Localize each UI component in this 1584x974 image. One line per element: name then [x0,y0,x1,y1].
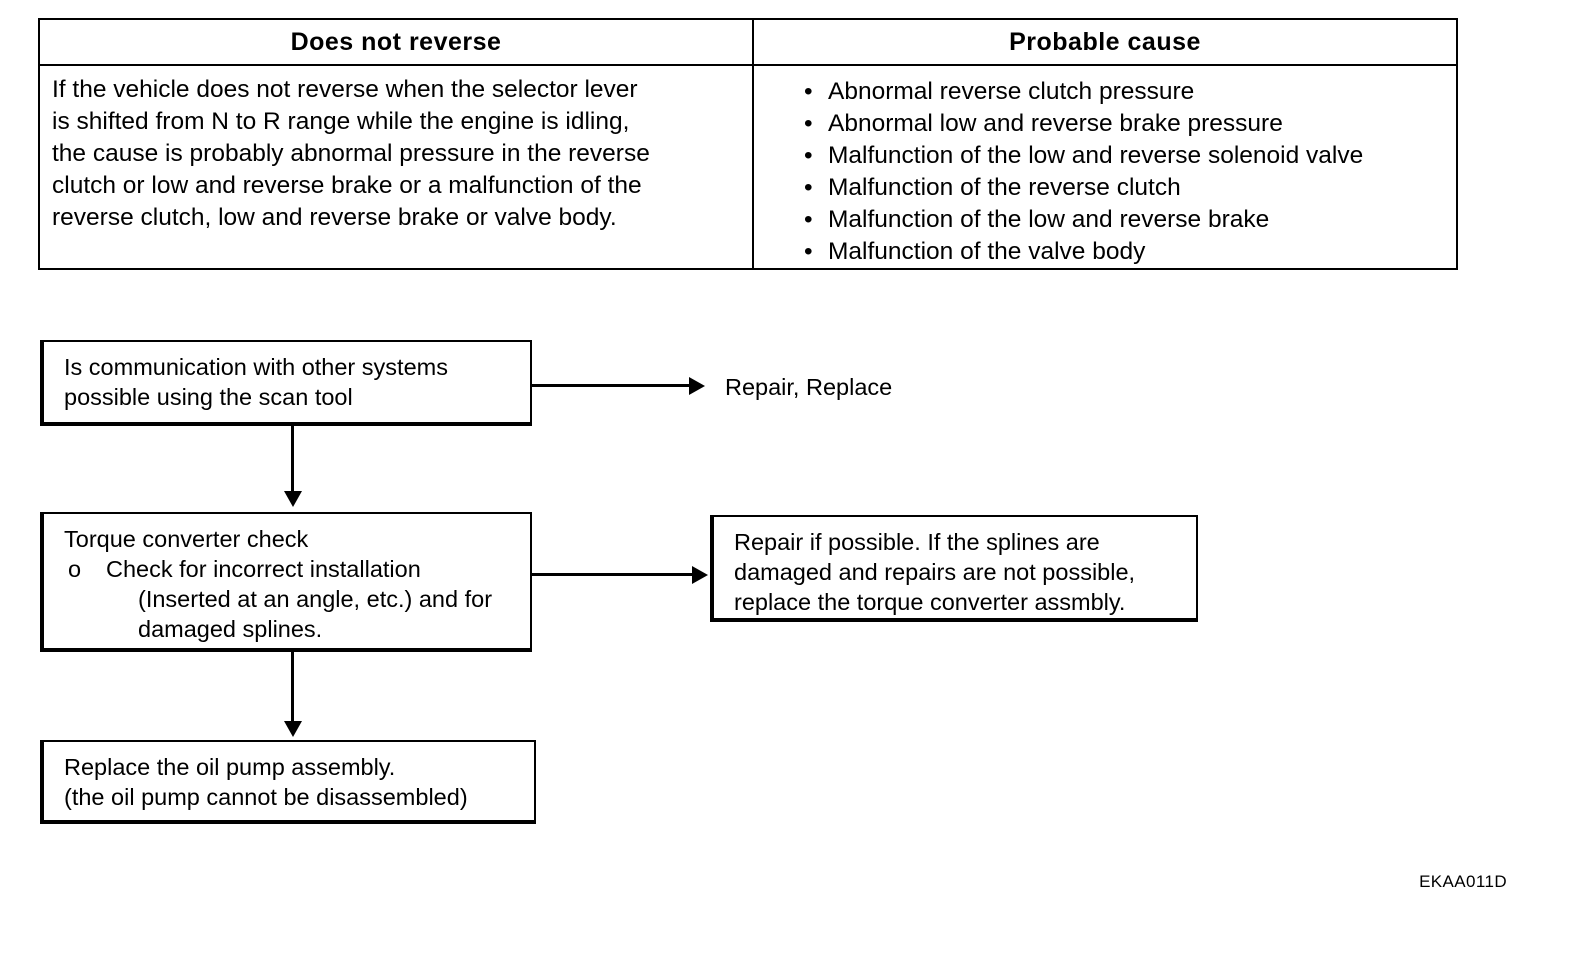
arrow-step2-to-step3 [291,652,294,722]
table-header-cell-symptom: Does not reverse [40,20,754,64]
cause-text: Malfunction of the reverse clutch [828,174,1181,201]
flow-line: Replace the oil pump assembly. [64,754,396,780]
arrow-step1-to-step2 [291,426,294,492]
bullet-icon: • [804,206,813,233]
flow-box-repair-if-possible: Repair if possible. If the splines are d… [710,515,1198,622]
cause-text: Abnormal low and reverse brake pressure [828,110,1283,137]
flow-box-text: Replace the oil pump assembly. (the oil … [44,742,534,812]
symptom-diagnosis-table: Does not reverse Probable cause If the v… [38,18,1458,270]
list-item: • Malfunction of the valve body [754,236,1456,268]
probable-cause-list: • Abnormal reverse clutch pressure • Abnor… [754,66,1456,268]
flow-sub-line: damaged splines. [138,616,323,642]
bullet-icon: • [804,174,813,201]
flow-sub-line: o Check for incorrect installation [64,554,530,584]
flow-line-title: Torque converter check [64,526,309,552]
circle-bullet-icon: o [68,556,82,582]
description-line: If the vehicle does not reverse when the… [52,76,638,103]
list-item: • Abnormal reverse clutch pressure [754,76,1456,108]
bullet-icon: • [804,142,813,169]
table-body-row: If the vehicle does not reverse when the… [40,66,1456,270]
flow-box-replace-oil-pump: Replace the oil pump assembly. (the oil … [40,740,536,824]
description-line: is shifted from N to R range while the e… [52,108,630,135]
list-item: • Malfunction of the low and reverse sole… [754,140,1456,172]
bullet-icon: • [804,238,813,265]
cause-text: Malfunction of the low and reverse solen… [828,142,1364,169]
description-paragraph: If the vehicle does not reverse when the… [40,66,752,234]
flow-line: replace the torque converter assmbly. [734,589,1126,615]
list-item: • Malfunction of the low and reverse brak… [754,204,1456,236]
list-item: • Abnormal low and reverse brake pressure [754,108,1456,140]
description-line: clutch or low and reverse brake or a mal… [52,172,642,199]
flow-box-torque-converter-check: Torque converter check o Check for incor… [40,512,532,652]
table-cell-description: If the vehicle does not reverse when the… [40,66,754,270]
table-header-row: Does not reverse Probable cause [40,20,1456,66]
flow-line: damaged and repairs are not possible, [734,559,1136,585]
table-header-cell-cause: Probable cause [754,20,1456,64]
flow-line: Repair if possible. If the splines are [734,529,1100,555]
table-cell-causes: • Abnormal reverse clutch pressure • Abnor… [754,66,1456,270]
cause-text: Malfunction of the low and reverse brake [828,206,1270,233]
flow-line: Is communication with other systems [64,354,448,380]
flow-box-text: Repair if possible. If the splines are d… [714,517,1196,617]
flow-line: possible using the scan tool [64,384,353,410]
flow-line: (the oil pump cannot be disassembled) [64,784,468,810]
description-line: the cause is probably abnormal pressure … [52,140,650,167]
description-line: reverse clutch, low and reverse brake or… [52,204,617,231]
flow-box-text: Is communication with other systems poss… [44,342,530,412]
header-does-not-reverse: Does not reverse [290,28,502,56]
list-item: • Malfunction of the reverse clutch [754,172,1456,204]
flow-box-text: Torque converter check o Check for incor… [44,514,530,644]
flow-box-scan-tool-check: Is communication with other systems poss… [40,340,532,426]
flow-sub-text: Check for incorrect installation [106,556,421,582]
bullet-icon: • [804,110,813,137]
figure-code-label: EKAA011D [1419,872,1507,891]
arrow-to-repair-if-possible [532,573,693,576]
label-repair-replace: Repair, Replace [725,374,893,400]
cause-text: Abnormal reverse clutch pressure [828,78,1195,105]
flow-sub-line: (Inserted at an angle, etc.) and for [138,586,493,612]
cause-text: Malfunction of the valve body [828,238,1146,265]
header-probable-cause: Probable cause [1009,28,1201,56]
bullet-icon: • [804,78,813,105]
arrow-to-repair-replace [532,384,690,387]
